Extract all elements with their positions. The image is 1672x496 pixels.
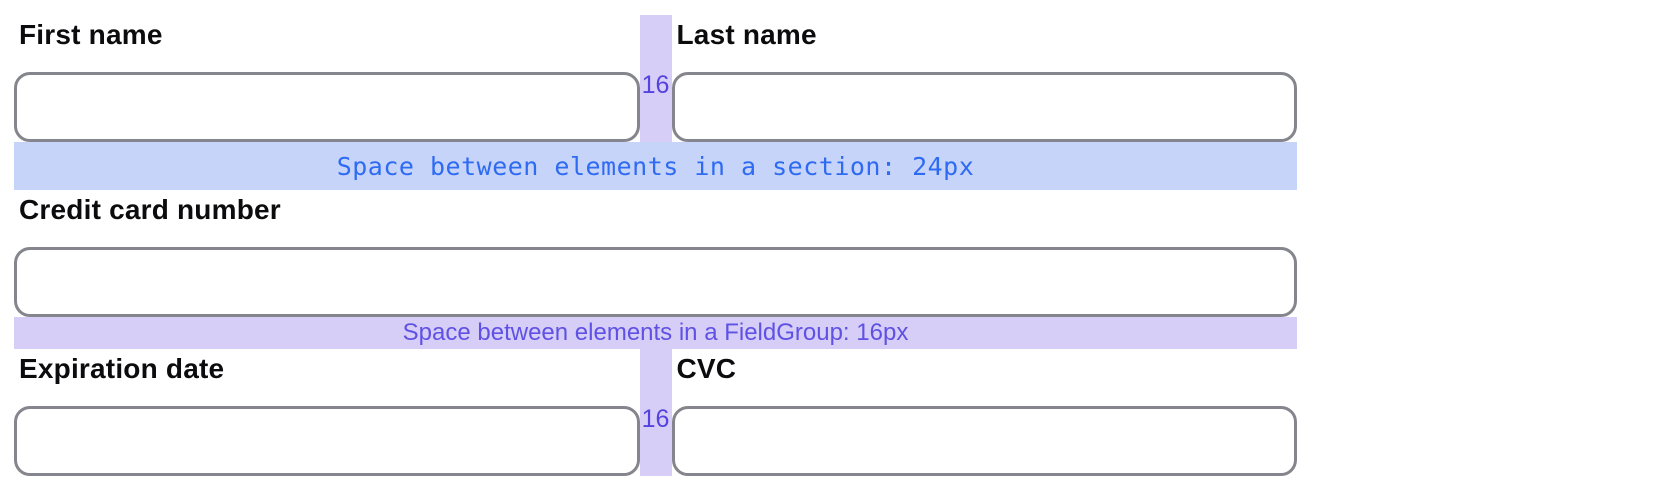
cvc-label: CVC [676,353,737,384]
credit-card-field: Credit card number [14,190,1297,317]
column-gap-size-label-bottom: 16 [641,405,670,433]
fieldgroup-gap-highlight: Space between elements in a FieldGroup: … [14,317,1297,349]
fieldgroup-gap-label: Space between elements in a FieldGroup: … [402,319,909,346]
credit-card-input[interactable] [14,247,1297,317]
form-spacing-demo: First name 16 Last name Space between el… [14,15,1297,476]
expiration-date-label: Expiration date [19,353,225,384]
cvc-field: CVC [671,349,1297,476]
first-name-field: First name [14,15,640,142]
section-gap-highlight: Space between elements in a section: 24p… [14,142,1297,190]
name-row: First name 16 Last name [14,15,1297,142]
form-content: First name 16 Last name Space between el… [14,15,1297,476]
expiration-date-field: Expiration date [14,349,640,476]
section-gap-label: Space between elements in a section: 24p… [336,151,975,181]
column-gap-highlight-top: 16 [639,15,672,142]
last-name-label: Last name [676,19,817,50]
card-details-row: Expiration date 16 CVC [14,349,1297,476]
cvc-input[interactable] [671,406,1297,476]
column-gap-size-label-top: 16 [641,71,670,99]
last-name-field: Last name [671,15,1297,142]
first-name-label: First name [19,19,163,50]
credit-card-label: Credit card number [19,194,281,225]
first-name-input[interactable] [14,72,640,142]
last-name-input[interactable] [671,72,1297,142]
column-gap-highlight-bottom: 16 [639,349,672,476]
expiration-date-input[interactable] [14,406,640,476]
